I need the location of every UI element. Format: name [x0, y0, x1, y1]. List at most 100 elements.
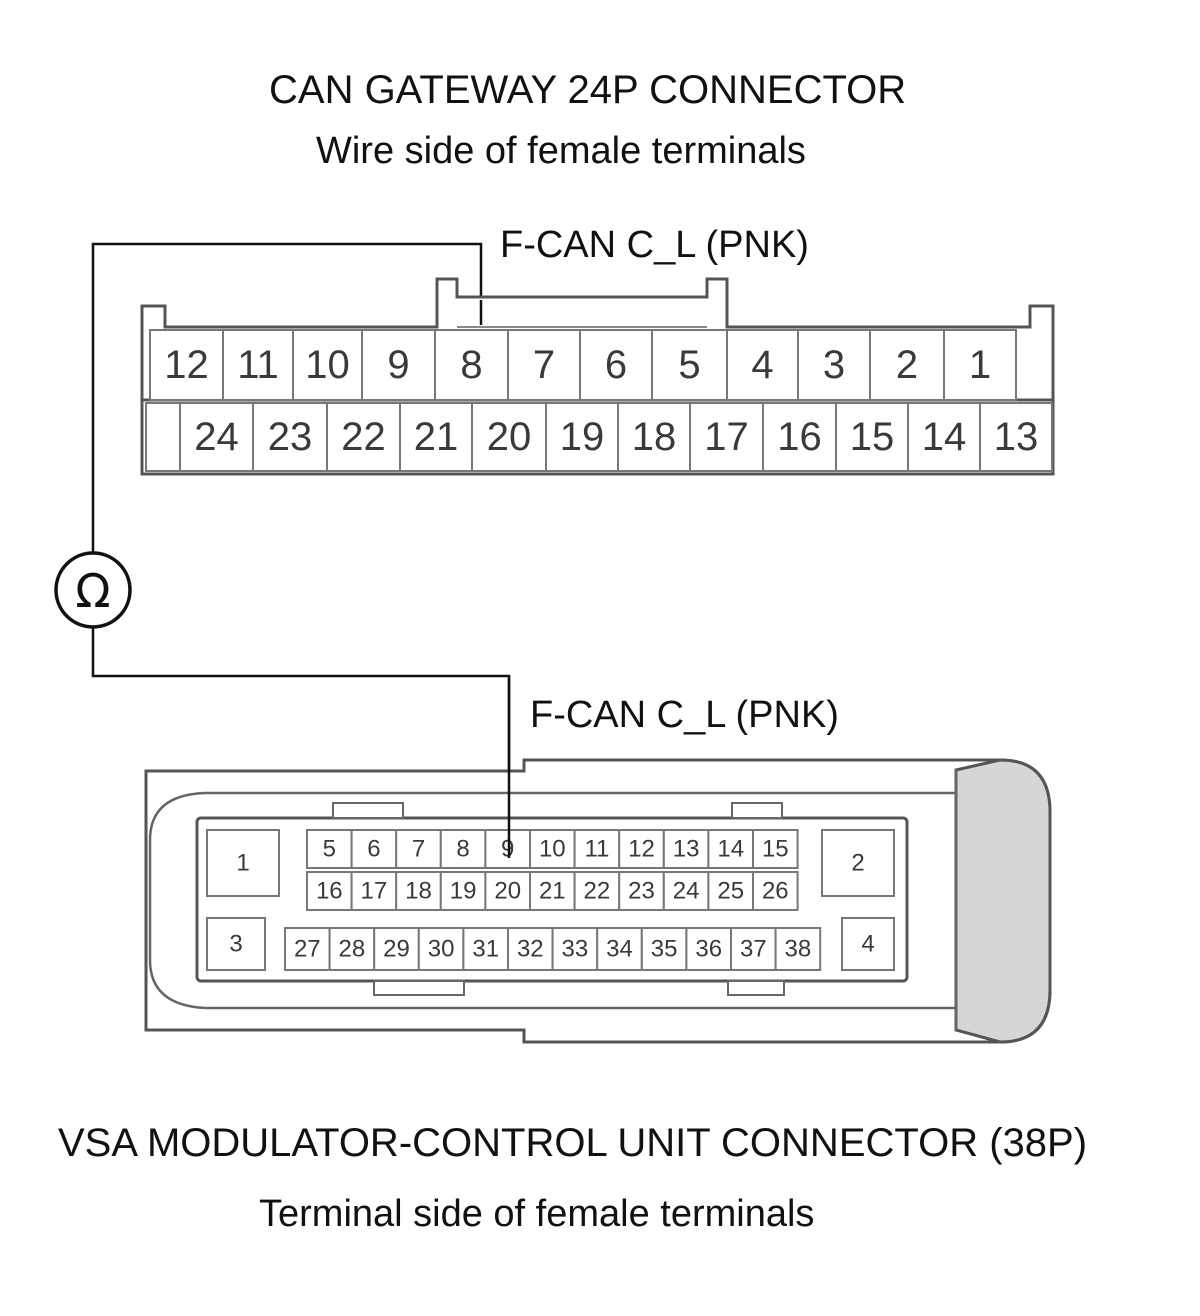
- terminal-number: 3: [229, 931, 242, 958]
- terminal-number: 18: [632, 415, 677, 459]
- terminal-number: 8: [456, 836, 469, 863]
- vsa-terminal-20: 20: [484, 871, 531, 911]
- terminal-number: 9: [501, 836, 514, 863]
- terminal-number: 23: [268, 415, 313, 459]
- terminal-number: 2: [896, 343, 918, 387]
- terminal-number: 21: [539, 878, 566, 905]
- vsa-terminal-27: 27: [284, 927, 331, 971]
- terminal-number: 27: [294, 936, 321, 963]
- vsa-terminal-35: 35: [640, 927, 688, 971]
- vsa-connector-subtitle: Terminal side of female terminals: [259, 1193, 815, 1235]
- terminal-number: 2: [851, 850, 864, 877]
- gateway-terminal-3: 3: [797, 329, 871, 401]
- gateway-terminal-2: 2: [869, 329, 945, 401]
- terminal-number: 3: [823, 343, 845, 387]
- vsa-terminal-24: 24: [662, 871, 710, 911]
- vsa-terminal-22: 22: [573, 871, 621, 911]
- vsa-terminal-9: 9: [484, 829, 531, 869]
- terminal-number: 11: [584, 836, 609, 863]
- terminal-number: 7: [412, 836, 425, 863]
- terminal-number: 5: [678, 343, 700, 387]
- terminal-number: 4: [861, 931, 874, 958]
- gateway-terminal-24: 24: [179, 402, 254, 472]
- gateway-terminal-23: 23: [252, 402, 328, 472]
- terminal-number: 1: [236, 850, 249, 877]
- terminal-number: 7: [533, 343, 555, 387]
- terminal-number: 28: [339, 936, 366, 963]
- vsa-wire-label: F-CAN C_L (PNK): [530, 694, 839, 736]
- gateway-terminal-4: 4: [726, 329, 799, 401]
- terminal-number: 9: [387, 343, 409, 387]
- terminal-number: 16: [777, 415, 822, 459]
- gateway-connector-title: CAN GATEWAY 24P CONNECTOR: [269, 68, 907, 112]
- terminal-number: 22: [584, 878, 611, 905]
- vsa-terminal-17: 17: [350, 871, 398, 911]
- vsa-terminal-31: 31: [462, 927, 509, 971]
- vsa-terminal-2: 2: [821, 829, 895, 897]
- ohmmeter-icon: Ω: [54, 551, 132, 629]
- terminal-number: 4: [751, 343, 773, 387]
- gateway-terminal-18: 18: [617, 402, 691, 472]
- vsa-terminal-30: 30: [417, 927, 465, 971]
- vsa-terminal-21: 21: [529, 871, 576, 911]
- vsa-terminal-28: 28: [328, 927, 376, 971]
- vsa-terminal-38: 38: [774, 927, 822, 971]
- gateway-blank-cavity: [145, 402, 181, 472]
- vsa-terminal-33: 33: [551, 927, 599, 971]
- vsa-terminal-8: 8: [439, 829, 487, 869]
- gateway-connector-subtitle: Wire side of female terminals: [316, 130, 806, 172]
- terminal-number: 22: [341, 415, 386, 459]
- ohm-symbol: Ω: [75, 564, 110, 618]
- vsa-terminal-12: 12: [618, 829, 665, 869]
- gateway-terminal-6: 6: [579, 329, 653, 401]
- terminal-number: 14: [717, 836, 744, 863]
- terminal-number: 15: [850, 415, 895, 459]
- terminal-number: 16: [316, 878, 343, 905]
- terminal-number: 19: [560, 415, 605, 459]
- terminal-number: 30: [428, 936, 455, 963]
- terminal-number: 17: [361, 878, 388, 905]
- terminal-number: 20: [487, 415, 532, 459]
- terminal-number: 11: [237, 343, 279, 387]
- vsa-terminal-5: 5: [306, 829, 353, 869]
- terminal-number: 15: [762, 836, 789, 863]
- vsa-terminal-18: 18: [395, 871, 442, 911]
- vsa-terminal-16: 16: [306, 871, 353, 911]
- terminal-number: 5: [323, 836, 336, 863]
- gateway-terminal-8: 8: [434, 329, 509, 401]
- vsa-terminal-4: 4: [841, 917, 895, 971]
- terminal-number: 17: [704, 415, 749, 459]
- gateway-terminal-20: 20: [471, 402, 547, 472]
- vsa-terminal-29: 29: [373, 927, 420, 971]
- terminal-number: 24: [194, 415, 239, 459]
- terminal-number: 13: [673, 836, 700, 863]
- vsa-terminal-6: 6: [350, 829, 398, 869]
- terminal-number: 10: [305, 343, 350, 387]
- vsa-terminal-25: 25: [707, 871, 755, 911]
- terminal-number: 23: [628, 878, 655, 905]
- gateway-terminal-5: 5: [651, 329, 728, 401]
- terminal-number: 26: [762, 878, 789, 905]
- vsa-terminal-37: 37: [730, 927, 777, 971]
- vsa-terminal-7: 7: [395, 829, 442, 869]
- gateway-wire-label: F-CAN C_L (PNK): [500, 224, 809, 266]
- terminal-number: 10: [539, 836, 566, 863]
- terminal-number: 18: [405, 878, 432, 905]
- terminal-number: 36: [695, 936, 722, 963]
- vsa-terminal-32: 32: [507, 927, 554, 971]
- terminal-number: 25: [717, 878, 744, 905]
- gateway-terminal-15: 15: [835, 402, 909, 472]
- vsa-terminal-19: 19: [439, 871, 487, 911]
- vsa-terminal-14: 14: [707, 829, 755, 869]
- gateway-terminal-16: 16: [762, 402, 837, 472]
- vsa-terminal-15: 15: [752, 829, 799, 869]
- vsa-connector-title: VSA MODULATOR-CONTROL UNIT CONNECTOR (38…: [58, 1121, 1088, 1165]
- gateway-terminal-14: 14: [907, 402, 981, 472]
- terminal-number: 38: [785, 936, 812, 963]
- gateway-terminal-11: 11: [222, 329, 294, 401]
- terminal-number: 24: [673, 878, 700, 905]
- vsa-terminal-1: 1: [206, 829, 280, 897]
- gateway-terminal-13: 13: [979, 402, 1053, 472]
